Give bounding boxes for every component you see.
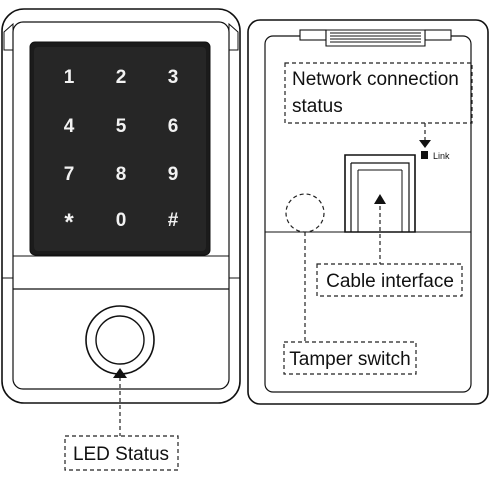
key-2[interactable]: 2: [116, 67, 127, 88]
led-status-box: [64, 435, 179, 471]
key-6[interactable]: 6: [168, 116, 179, 137]
back-top-rail: [325, 29, 426, 47]
tamper-switch-label: Tamper switch: [289, 349, 410, 370]
key-hash[interactable]: #: [168, 210, 179, 231]
key-0[interactable]: 0: [116, 210, 127, 231]
key-8[interactable]: 8: [116, 164, 127, 185]
keypad-glass: [34, 47, 206, 251]
cable-interface-label: Cable interface: [326, 271, 454, 292]
network-arrow-icon: [419, 140, 431, 148]
led-ring-inner: [95, 315, 145, 365]
led-status-label: LED Status: [73, 444, 169, 465]
link-led-icon: [421, 151, 428, 159]
key-5[interactable]: 5: [116, 116, 127, 137]
key-4[interactable]: 4: [64, 116, 75, 137]
key-star[interactable]: *: [64, 209, 74, 236]
cable-interface-box: [316, 263, 463, 297]
cable-interface-inner: [350, 162, 410, 232]
key-3[interactable]: 3: [168, 67, 179, 88]
key-7[interactable]: 7: [64, 164, 75, 185]
network-status-box: [284, 62, 473, 124]
front-view: 1 2 3 4 5 6 7 8 9 * 0 # LED Status: [1, 8, 241, 471]
front-corner-left: [3, 22, 14, 51]
cable-interface-port: [344, 154, 416, 233]
link-label: Link: [433, 151, 450, 161]
tamper-switch-box: [283, 341, 417, 375]
back-clip-left: [299, 29, 327, 41]
front-corner-right: [228, 22, 239, 51]
key-1[interactable]: 1: [64, 67, 75, 88]
network-status-label-line1: Network connection: [292, 69, 459, 90]
led-arrow-icon: [113, 368, 127, 378]
key-9[interactable]: 9: [168, 164, 179, 185]
back-top-rail-hatch: [330, 32, 421, 43]
back-clip-right: [424, 29, 452, 41]
cable-arrow-icon: [374, 194, 386, 204]
network-status-label-line2: status: [292, 96, 343, 117]
back-view: Link Network connection status Cable int…: [247, 19, 489, 405]
keypad-keys: 1 2 3 4 5 6 7 8 9 * 0 #: [64, 67, 179, 236]
